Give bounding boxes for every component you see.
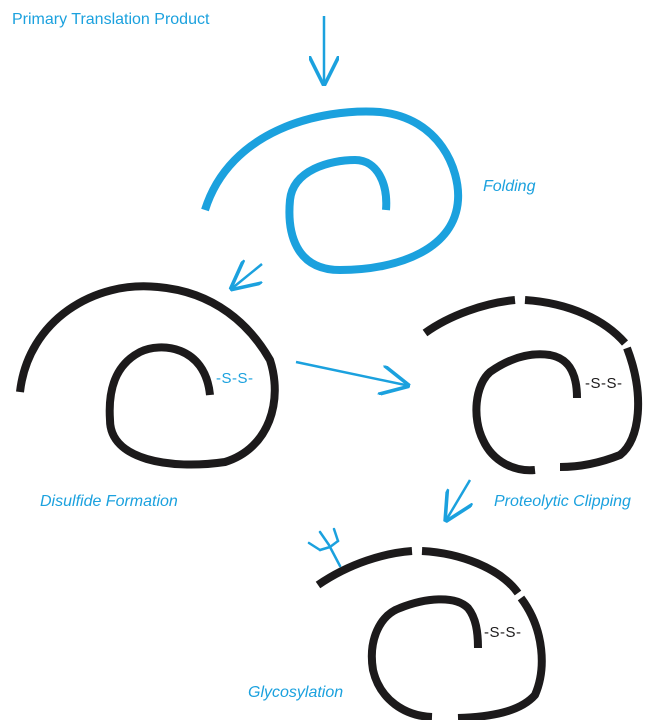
glyco-segment-4: [367, 595, 482, 720]
clipped-segment-3: [559, 346, 643, 471]
folding-label: Folding: [483, 178, 536, 195]
arrow-folding-to-disulfide: [230, 264, 263, 290]
glyco-segment-2: [421, 547, 522, 596]
glyco-segment-1: [315, 547, 413, 589]
arrow-clipping-to-glycosylation: [445, 479, 470, 522]
proteolytic-clipping-label: Proteolytic Clipping: [494, 493, 631, 510]
disulfide-formation-label: Disulfide Formation: [40, 493, 178, 510]
glycosylated-protein: [315, 547, 546, 720]
clipped-segment-2: [524, 296, 629, 346]
clipping-disulfide-bond-label: -S-S-: [585, 375, 623, 392]
disulfide-protein-strand: [16, 282, 279, 469]
glycan-trident-icon: [307, 527, 342, 568]
primary-translation-label: Primary Translation Product: [12, 11, 210, 28]
glycosylation-disulfide-bond-label: -S-S-: [484, 624, 522, 641]
glyco-segment-3: [457, 595, 546, 720]
arrow-disulfide-to-clipping: [295, 360, 410, 386]
disulfide-bond-label: -S-S-: [216, 370, 254, 387]
clipped-segment-4: [472, 350, 581, 475]
glycosylation-label: Glycosylation: [248, 684, 344, 701]
clipped-protein: [422, 296, 643, 475]
folded-protein-strand: [201, 107, 463, 274]
clipped-segment-1: [422, 296, 516, 337]
